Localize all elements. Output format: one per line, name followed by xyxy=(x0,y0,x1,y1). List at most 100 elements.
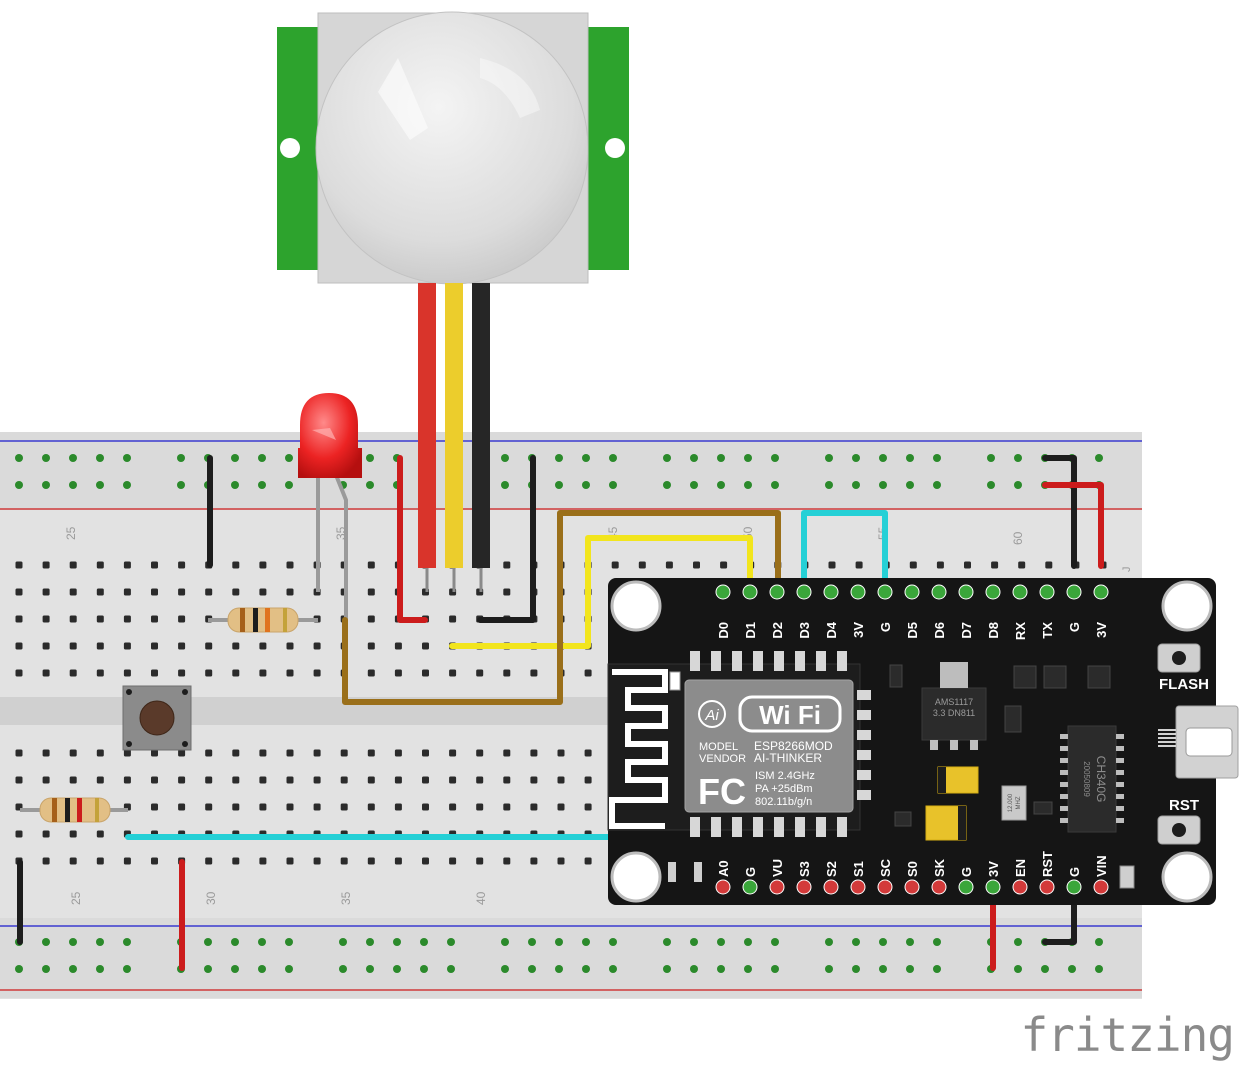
pir-mount-hole-right xyxy=(605,138,625,158)
pin-label-top: 3V xyxy=(1094,622,1109,638)
breadboard-hole xyxy=(693,561,700,569)
column-number-top-6: 60 xyxy=(1011,531,1025,545)
mount-hole-tr xyxy=(1161,580,1213,632)
pin-label-top: D6 xyxy=(932,622,947,639)
rail-hole xyxy=(879,965,887,973)
header-pin-top xyxy=(1039,584,1055,600)
rail-hole xyxy=(690,481,698,489)
usb-chip-leg xyxy=(1116,734,1124,739)
pin-label-bottom: VIN xyxy=(1094,855,1109,877)
header-pin-top xyxy=(877,584,893,600)
breadboard-hole xyxy=(503,669,511,677)
breadboard-hole xyxy=(232,803,240,811)
rail-hole xyxy=(501,938,509,946)
micro-usb-opening xyxy=(1185,727,1233,757)
rail-hole xyxy=(69,454,77,462)
rail-hole xyxy=(771,965,779,973)
rail-hole xyxy=(555,965,563,973)
breadboard-hole xyxy=(286,776,294,784)
breadboard-hole xyxy=(96,642,104,650)
breadboard-hole xyxy=(557,857,565,865)
breadboard-hole xyxy=(259,588,267,596)
rail-hole xyxy=(528,938,536,946)
fritzing-watermark: fritzing xyxy=(1020,1008,1235,1062)
esp-pad-side xyxy=(857,790,871,800)
column-number-bottom-1: 25 xyxy=(69,891,83,905)
breadboard-hole xyxy=(367,776,375,784)
rail-hole xyxy=(879,938,887,946)
resistor-2-body xyxy=(39,797,111,823)
esp-led xyxy=(669,671,681,691)
esp-pads-right xyxy=(857,690,871,800)
header-pin-bottom xyxy=(904,879,920,895)
spec-line-1: ISM 2.4GHz xyxy=(755,770,815,782)
breadboard-hole xyxy=(69,776,77,784)
header-pin-top xyxy=(796,584,812,600)
breadboard-hole xyxy=(232,561,240,569)
rail-hole xyxy=(204,938,212,946)
breadboard-hole xyxy=(313,642,321,650)
rail-hole xyxy=(906,938,914,946)
esp-pad-bottom xyxy=(711,817,721,837)
usb-chip-leg xyxy=(1060,758,1068,763)
breadboard-hole xyxy=(151,642,158,650)
resistor-2-band-2 xyxy=(65,798,70,822)
breadboard-hole xyxy=(422,642,429,650)
breadboard-hole xyxy=(422,803,429,811)
breadboard-hole xyxy=(964,561,971,569)
breadboard-hole xyxy=(286,561,294,569)
breadboard-hole xyxy=(503,857,511,865)
breadboard-hole xyxy=(42,669,50,677)
resistor-2-band-1 xyxy=(52,798,57,822)
usb-chip-leg xyxy=(1116,818,1124,823)
rail-hole xyxy=(987,481,995,489)
breadboard-hole xyxy=(394,642,402,650)
nodemcu-board: Ai Wi Fi MODEL VENDOR ESP8266MOD AI-THIN… xyxy=(607,578,1239,905)
rail-hole xyxy=(690,965,698,973)
breadboard-hole xyxy=(178,561,186,569)
wifi-logo-frame xyxy=(738,695,842,733)
spec-line-2: PA +25dBm xyxy=(755,783,813,795)
rail-hole xyxy=(582,481,590,489)
usb-chip-leg xyxy=(1060,734,1068,739)
pir-sensor xyxy=(277,11,629,592)
rail-hole xyxy=(231,481,239,489)
pir-mount-hole-left xyxy=(280,138,300,158)
esp-pad-top xyxy=(711,651,721,671)
black-wire-pir-gnd xyxy=(477,455,536,623)
rail-hole xyxy=(96,454,104,462)
esp-pad-side xyxy=(857,750,871,760)
button-corner-2 xyxy=(182,689,188,695)
breadboard-hole xyxy=(205,669,213,677)
smd-transistor-1 xyxy=(1013,665,1037,689)
breadboard-hole xyxy=(367,588,375,596)
rail-hole xyxy=(69,965,77,973)
breadboard-hole xyxy=(557,776,565,784)
breadboard-hole xyxy=(394,803,402,811)
breadboard-hole xyxy=(286,669,294,677)
smd-diode xyxy=(1004,705,1022,733)
resistor-1-band-2 xyxy=(253,608,258,632)
mount-hole-br xyxy=(1161,851,1213,903)
rail-hole xyxy=(825,938,833,946)
breadboard-hole xyxy=(123,561,131,569)
breadboard-hole xyxy=(15,615,23,623)
rail-hole xyxy=(501,454,509,462)
rail-hole xyxy=(366,454,374,462)
rail-hole xyxy=(717,481,725,489)
breadboard-hole xyxy=(151,857,158,865)
breadboard-hole xyxy=(15,642,23,650)
breadboard-hole xyxy=(96,588,104,596)
vendor-value: AI-THINKER xyxy=(754,751,822,765)
header-pin-bottom xyxy=(850,879,866,895)
rail-hole xyxy=(582,454,590,462)
smd-part-3 xyxy=(1033,801,1053,815)
breadboard-hole xyxy=(232,749,240,757)
button-corner-1 xyxy=(126,689,132,695)
usb-chip-leg xyxy=(1116,782,1124,787)
spec-line-3: 802.11b/g/n xyxy=(755,796,812,808)
rail-hole xyxy=(393,938,401,946)
header-pin-top xyxy=(931,584,947,600)
rail-hole xyxy=(258,965,266,973)
